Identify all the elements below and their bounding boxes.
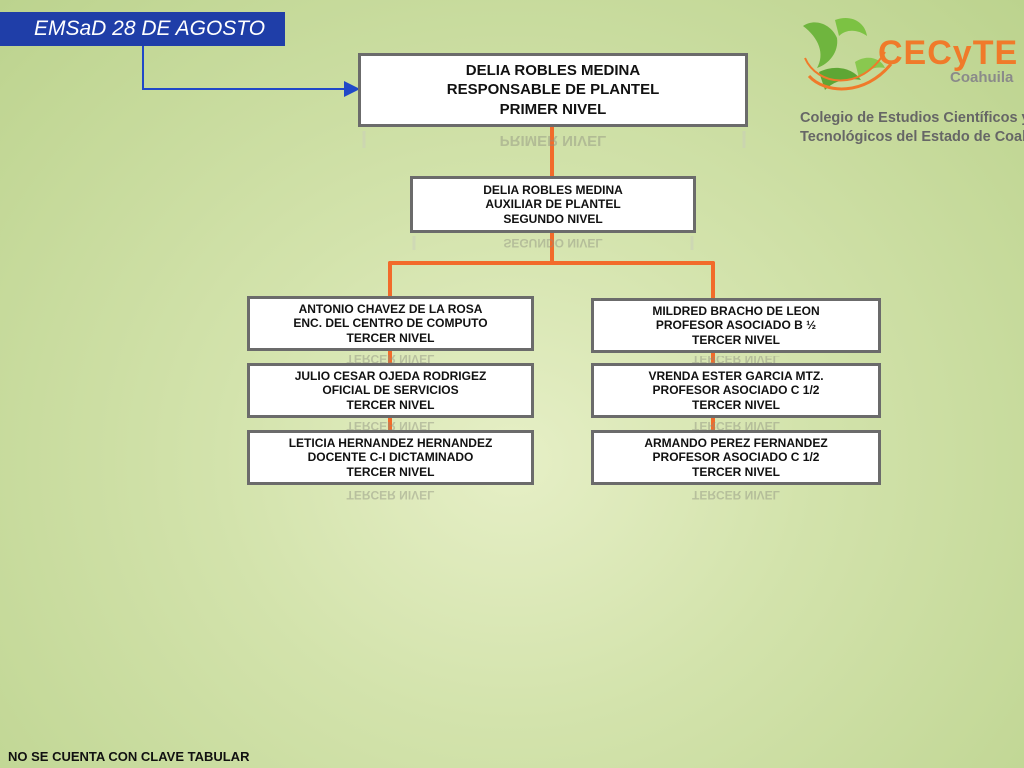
node-name: VRENDA ESTER GARCIA MTZ. [648,368,824,383]
node-auxiliar-plantel: DELIA ROBLES MEDINA AUXILIAR DE PLANTEL … [410,176,696,233]
node-level: SEGUNDO NIVEL [503,211,603,226]
node-role: PROFESOR ASOCIADO C 1/2 [652,450,820,465]
node-level: TERCER NIVEL [346,397,435,412]
title-arrow [142,46,360,97]
footnote: NO SE CUENTA CON CLAVE TABULAR [8,749,250,764]
node-enc-centro-computo: ANTONIO CHAVEZ DE LA ROSA ENC. DEL CENTR… [247,296,534,351]
node-profesor-asociado-c-1: VRENDA ESTER GARCIA MTZ. PROFESOR ASOCIA… [591,363,881,418]
node-name: JULIO CESAR OJEDA RODRIGEZ [294,368,487,383]
page-title-text: EMSaD 28 DE AGOSTO [34,17,266,40]
node-oficial-servicios: JULIO CESAR OJEDA RODRIGEZ OFICIAL DE SE… [247,363,534,418]
node-profesor-asociado-c-2: ARMANDO PEREZ FERNANDEZ PROFESOR ASOCIAD… [591,430,881,485]
node-reflection: TERCER NIVEL [346,488,435,501]
node-role: PROFESOR ASOCIADO C 1/2 [652,383,820,398]
node-role: AUXILIAR DE PLANTEL [485,197,621,212]
node-role: PROFESOR ASOCIADO B ½ [655,318,817,333]
node-name: DELIA ROBLES MEDINA [483,182,623,197]
logo-region: Coahuila [950,69,1014,86]
node-name: DELIA ROBLES MEDINA [465,61,641,79]
node-role: DOCENTE C-I DICTAMINADO [307,450,474,465]
node-name: ANTONIO CHAVEZ DE LA ROSA [298,301,483,316]
node-name: LETICIA HERNANDEZ HERNANDEZ [288,435,493,450]
node-level: TERCER NIVEL [691,464,780,479]
cecyte-logo-icon [803,17,893,91]
node-profesor-asociado-b: MILDRED BRACHO DE LEON PROFESOR ASOCIADO… [591,298,881,353]
logo-line-1: Colegio de Estudios Científicos y [800,110,1024,126]
node-level: TERCER NIVEL [346,330,435,345]
node-role: RESPONSABLE DE PLANTEL [446,81,660,99]
node-role: ENC. DEL CENTRO DE COMPUTO [293,316,488,331]
node-reflection: PRIMER NIVEL [499,132,607,148]
node-docente-dictaminado: LETICIA HERNANDEZ HERNANDEZ DOCENTE C-I … [247,430,534,485]
node-reflection: SEGUNDO NIVEL [503,236,603,249]
node-name: ARMANDO PEREZ FERNANDEZ [644,435,828,450]
node-level: TERCER NIVEL [691,332,780,347]
node-level: TERCER NIVEL [346,464,435,479]
page-title: EMSaD 28 DE AGOSTO [0,12,285,46]
node-responsable-plantel: DELIA ROBLES MEDINA RESPONSABLE DE PLANT… [358,53,748,127]
node-role: OFICIAL DE SERVICIOS [322,383,459,398]
node-reflection: TERCER NIVEL [691,488,780,501]
logo-wordmark: CECyTE [878,34,1019,72]
logo-line-2: Tecnológicos del Estado de Coahuila [800,129,1024,145]
node-level: PRIMER NIVEL [499,100,607,118]
node-name: MILDRED BRACHO DE LEON [652,303,820,318]
node-level: TERCER NIVEL [691,397,780,412]
